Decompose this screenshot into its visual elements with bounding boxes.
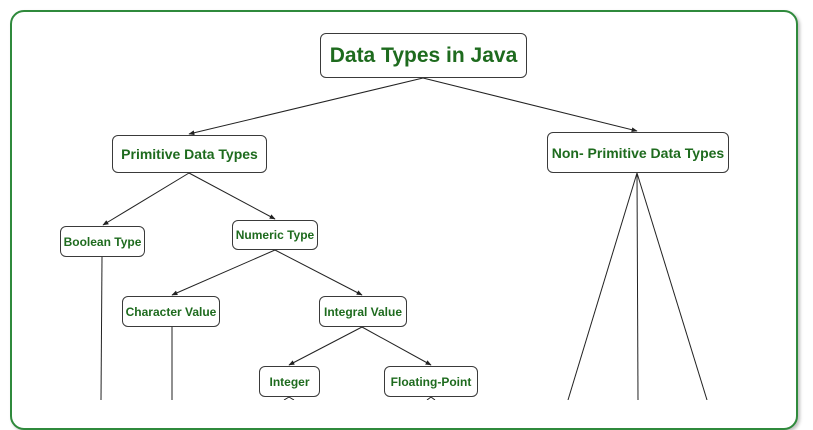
node-label: Data Types in Java xyxy=(329,43,518,67)
edge-nonprimitive-center xyxy=(636,172,639,400)
node-numeric-type: Numeric Type xyxy=(232,220,318,250)
node-label: Boolean Type xyxy=(63,234,142,249)
edge-nonprimitive-right xyxy=(636,172,708,400)
node-non-primitive-data-types: Non- Primitive Data Types xyxy=(547,132,729,173)
node-label: Integral Value xyxy=(323,304,403,319)
connector-layer xyxy=(100,77,708,400)
node-character-value: Character Value xyxy=(122,296,220,327)
node-label: Non- Primitive Data Types xyxy=(551,144,725,161)
node-floating-point: Floating-Point xyxy=(384,366,478,397)
node-integer: Integer xyxy=(259,366,320,397)
node-label: Character Value xyxy=(125,304,217,319)
edge-primitive-numeric xyxy=(188,172,276,220)
node-label: Numeric Type xyxy=(235,228,315,242)
diagram-frame xyxy=(10,10,798,430)
edge-numeric-character xyxy=(171,249,276,296)
edge-numeric-integral xyxy=(274,249,363,296)
edge-root-primitive xyxy=(188,77,424,136)
edge-boolean-down xyxy=(100,256,103,400)
edge-integral-integer xyxy=(288,326,363,366)
edge-primitive-boolean xyxy=(102,172,190,226)
edge-root-nonprimitive xyxy=(422,77,638,133)
edge-integral-floating xyxy=(361,326,432,366)
node-boolean-type: Boolean Type xyxy=(60,226,145,257)
node-integral-value: Integral Value xyxy=(319,296,407,327)
node-label: Floating-Point xyxy=(390,374,472,389)
node-data-types-in-java: Data Types in Java xyxy=(320,33,527,78)
node-label: Integer xyxy=(269,374,310,389)
node-label: Primitive Data Types xyxy=(121,146,258,162)
node-primitive-data-types: Primitive Data Types xyxy=(112,135,267,173)
edge-nonprimitive-left xyxy=(567,172,638,400)
